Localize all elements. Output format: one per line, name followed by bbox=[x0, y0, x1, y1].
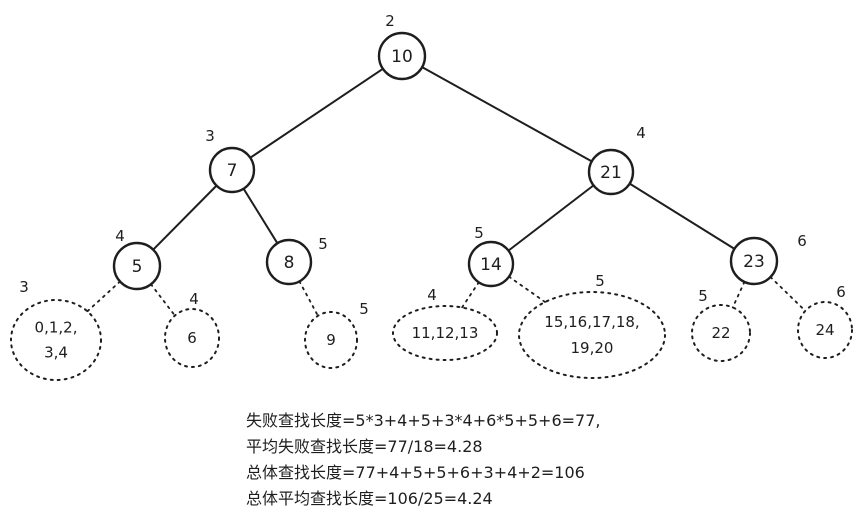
leaf-interval: 9 bbox=[326, 331, 336, 349]
failure-edge bbox=[298, 280, 319, 317]
search-length-summary: 失败查找长度=5*3+4+5+3*4+6*5+5+6=77, 平均失败查找长度=7… bbox=[246, 411, 601, 508]
leaf-ellipse bbox=[797, 301, 853, 359]
leaf-search-length: 6 bbox=[836, 283, 846, 301]
tree-edge bbox=[507, 184, 595, 252]
failure-leaf: 15,16,17,18, 19,20 5 bbox=[518, 272, 666, 379]
leaf-ellipse bbox=[691, 304, 751, 362]
failure-leaves: 0,1,2,3,43649511,12,13415,16,17,18,19,20… bbox=[10, 272, 853, 381]
node-circle bbox=[265, 238, 313, 286]
tree-node: 23 6 bbox=[729, 232, 807, 286]
leaf-interval: 15,16,17,18, bbox=[544, 313, 639, 331]
leaf-ellipse bbox=[10, 299, 102, 381]
failure-leaf: 95 bbox=[304, 300, 369, 369]
node-key: 14 bbox=[480, 255, 502, 275]
node-key: 7 bbox=[227, 161, 238, 181]
leaf-ellipse bbox=[392, 305, 498, 361]
tree-edges bbox=[86, 66, 807, 317]
node-search-length: 5 bbox=[318, 235, 328, 253]
failure-edge bbox=[150, 283, 176, 317]
node-key: 23 bbox=[743, 252, 765, 272]
summary-line: 总体查找长度=77+4+5+5+6+3+4+2=106 bbox=[246, 463, 585, 482]
leaf-search-length: 5 bbox=[595, 272, 605, 290]
failure-leaf: 22 5 bbox=[691, 287, 751, 362]
leaf-search-length: 5 bbox=[698, 287, 708, 305]
leaf-search-length: 3 bbox=[19, 278, 29, 296]
leaf-interval: 6 bbox=[187, 329, 197, 347]
node-search-length: 2 bbox=[385, 12, 395, 30]
node-circle bbox=[729, 236, 779, 286]
summary-line: 总体平均查找长度=106/25=4.24 bbox=[246, 489, 493, 508]
tree-edge bbox=[249, 67, 384, 159]
tree-edge bbox=[628, 182, 736, 250]
failure-edge bbox=[461, 281, 480, 309]
leaf-search-length: 5 bbox=[359, 300, 369, 318]
failure-edge bbox=[508, 275, 547, 303]
summary-line: 平均失败查找长度=77/18=4.28 bbox=[246, 437, 483, 456]
leaf-interval: 3,4 bbox=[44, 344, 68, 362]
tree-node: 14 5 bbox=[467, 224, 515, 288]
failure-leaf: 11,12,13 4 bbox=[392, 286, 498, 361]
node-key: 10 bbox=[391, 47, 413, 67]
failure-leaf: 24 6 bbox=[797, 283, 853, 359]
summary-line: 失败查找长度=5*3+4+5+3*4+6*5+5+6=77, bbox=[246, 411, 601, 430]
failure-leaf: 64 bbox=[164, 290, 220, 368]
leaf-interval: 0,1,2, bbox=[35, 319, 78, 337]
tree-node: 54 bbox=[112, 227, 162, 291]
leaf-interval: 11,12,13 bbox=[412, 324, 479, 342]
tree-node: 85 bbox=[265, 235, 328, 286]
node-search-length: 6 bbox=[797, 232, 807, 250]
node-circle bbox=[112, 241, 162, 291]
node-circle bbox=[377, 31, 427, 81]
node-search-length: 5 bbox=[474, 224, 484, 242]
node-key: 8 bbox=[284, 253, 295, 273]
node-circle bbox=[467, 240, 515, 288]
node-search-length: 4 bbox=[115, 227, 125, 245]
leaf-search-length: 4 bbox=[189, 290, 199, 308]
leaf-ellipse bbox=[164, 308, 220, 368]
tree-node: 73 bbox=[205, 127, 256, 194]
leaf-interval: 24 bbox=[815, 321, 834, 339]
tree-edge bbox=[242, 187, 279, 245]
node-key: 5 bbox=[132, 257, 143, 277]
leaf-interval: 19,20 bbox=[571, 339, 614, 357]
leaf-ellipse bbox=[518, 291, 666, 379]
failure-edge bbox=[769, 276, 807, 312]
tree-edge bbox=[421, 66, 593, 163]
node-search-length: 4 bbox=[636, 124, 646, 142]
failure-edge bbox=[86, 280, 121, 313]
failure-leaf: 0,1,2, 3,4 3 bbox=[10, 278, 102, 381]
tree-edge bbox=[152, 184, 218, 251]
node-circle bbox=[208, 146, 256, 194]
failure-edge bbox=[731, 281, 746, 309]
leaf-ellipse bbox=[304, 311, 358, 369]
tree-node: 10 2 bbox=[377, 12, 427, 81]
node-search-length: 3 bbox=[205, 127, 215, 145]
leaf-search-length: 4 bbox=[427, 286, 437, 304]
tree-node: 21 4 bbox=[587, 124, 646, 196]
leaf-interval: 22 bbox=[711, 324, 730, 342]
node-circle bbox=[587, 148, 635, 196]
node-key: 21 bbox=[600, 163, 622, 183]
